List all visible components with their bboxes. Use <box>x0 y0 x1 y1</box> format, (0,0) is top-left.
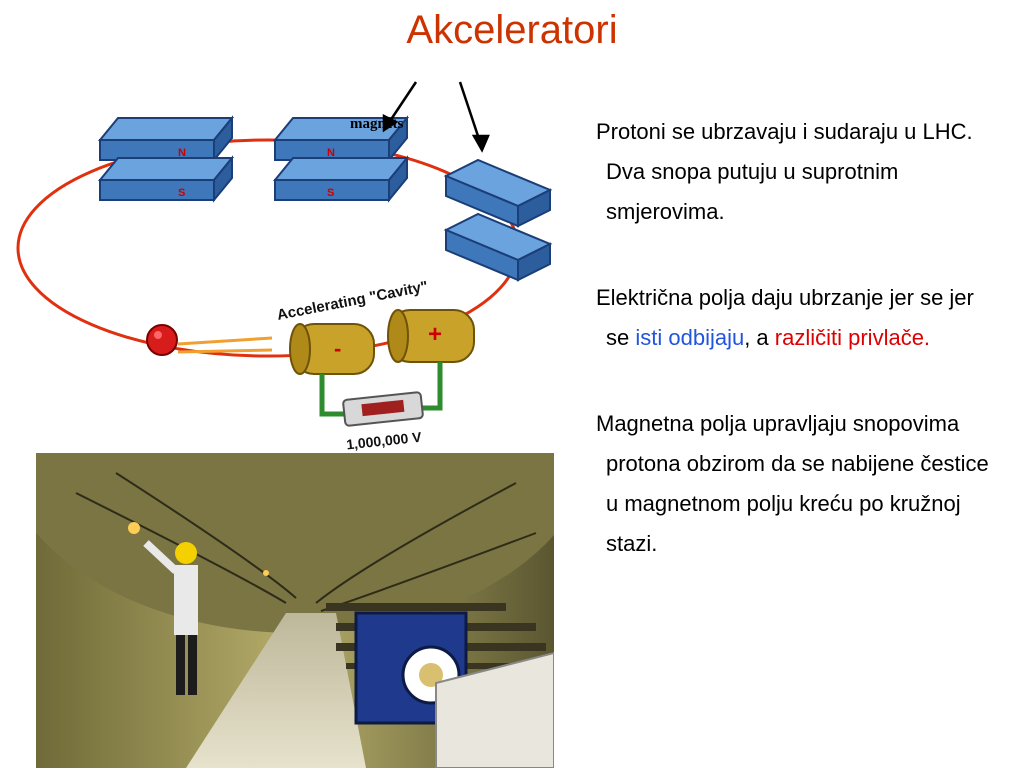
tunnel-floor <box>186 613 366 768</box>
paragraph-protons: Protoni se ubrzavaju i sudaraju u LHC. D… <box>596 119 973 224</box>
voltage-source <box>342 391 424 427</box>
electric-fields-text: Električna polja daju ubrzanje jer se je… <box>596 285 974 350</box>
magnet-module <box>354 611 554 768</box>
proton-particle <box>146 324 273 356</box>
worker-figure <box>143 540 198 695</box>
slide-title: Akceleratori <box>406 8 618 52</box>
voltage-label: 1,000,000 V <box>345 429 422 453</box>
cavity-plus: + <box>387 309 475 363</box>
magnet-pair-right <box>443 158 553 282</box>
text-column: Protoni se ubrzavaju i sudaraju u LHC. D… <box>596 112 996 564</box>
same-repel-text: isti odbijaju <box>635 325 745 350</box>
pole-n-label: N <box>327 147 335 159</box>
paragraph-electric-fields: Električna polja daju ubrzanje jer se je… <box>596 278 996 358</box>
magnet-pair-left: N S <box>97 115 235 203</box>
power-wires <box>319 362 443 417</box>
electric-fields-middle: , a <box>744 325 775 350</box>
magnets-label: magnets <box>350 116 403 132</box>
pole-n-label: N <box>178 147 186 159</box>
minus-sign: - <box>334 336 341 361</box>
accelerator-diagram: N S N S <box>0 78 566 454</box>
pole-s-label: S <box>327 187 334 199</box>
lhc-tunnel-photo <box>36 453 554 768</box>
pole-s-label: S <box>178 187 185 199</box>
plus-sign: + <box>428 321 442 348</box>
cavity-minus: - <box>289 323 375 375</box>
tunnel-lights <box>128 522 269 576</box>
magnet-pair-center: N S <box>272 115 410 203</box>
paragraph-magnetic-fields: Magnetna polja upravljaju snopovima prot… <box>596 411 989 556</box>
opposite-attract-text: različiti privlače. <box>774 325 931 350</box>
magnets-arrows <box>382 81 490 153</box>
